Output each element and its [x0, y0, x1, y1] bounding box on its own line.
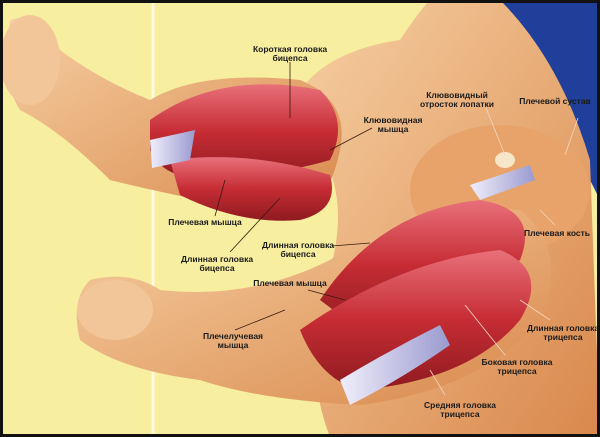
biceps-short-head	[150, 84, 338, 180]
label-brachialis-top: Плечевая мышца	[168, 217, 242, 227]
fist-lower	[77, 280, 153, 340]
coracoid-process	[495, 152, 515, 168]
biceps-tendon-upper	[150, 130, 195, 168]
sky-background	[440, 0, 600, 200]
triceps-tendon	[340, 325, 450, 405]
shoulder-tendons	[470, 165, 535, 200]
label-shoulder-joint: Плечевой сустав	[519, 96, 591, 106]
label-humerus: Плечевая кость	[524, 228, 590, 238]
leader-lines	[214, 62, 579, 396]
brachialis-upper	[170, 157, 332, 221]
label-brachialis-bottom: Плечевая мышца	[253, 278, 327, 288]
fist-upper	[0, 15, 60, 105]
triceps	[300, 250, 532, 390]
